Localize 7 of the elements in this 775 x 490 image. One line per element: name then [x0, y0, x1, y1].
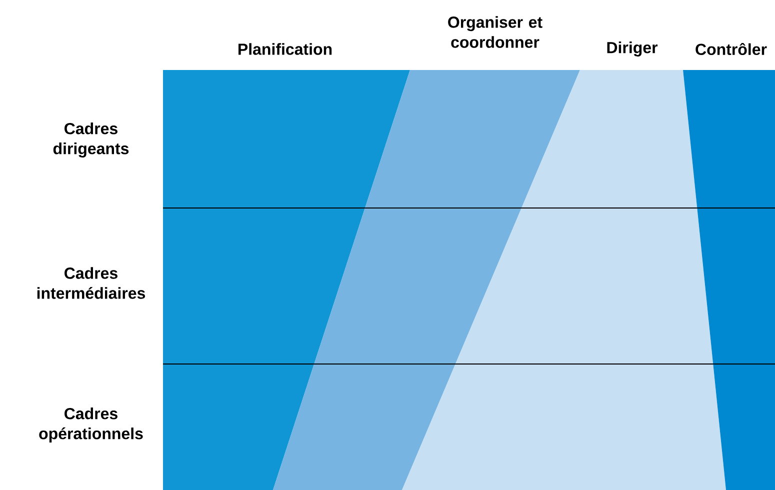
column-header: Planification	[238, 43, 332, 55]
row-header: Cadres dirigeants	[53, 122, 129, 158]
row-header: Cadres intermédiaires	[37, 267, 146, 299]
row-header: Cadres opérationnels	[39, 408, 143, 442]
column-header: Organiser et coordonner	[448, 16, 542, 48]
column-header: Contrôler	[696, 42, 767, 56]
column-header: Diriger	[607, 42, 658, 56]
